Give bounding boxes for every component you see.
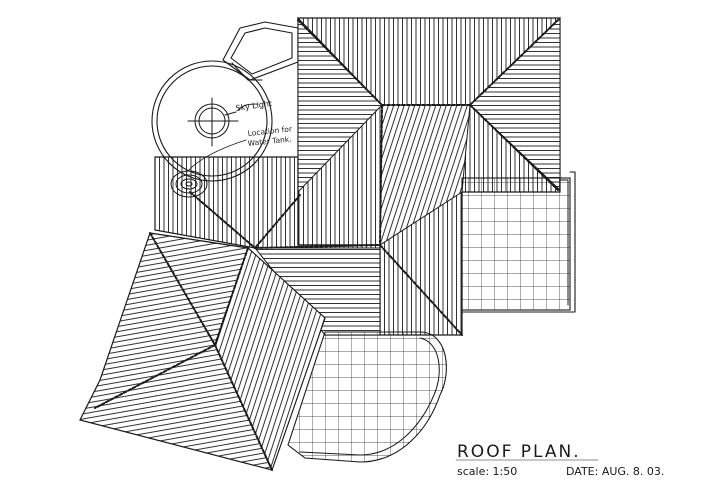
sky-light — [187, 97, 239, 147]
annotation-leaders — [187, 103, 259, 172]
east-terrace — [461, 171, 576, 313]
drawing-title: ROOF PLAN. — [457, 442, 581, 462]
west-roof-ridges — [189, 191, 381, 249]
south-terrace — [287, 331, 447, 463]
sky-light-label: Sky Light — [235, 99, 273, 113]
main-roof-ridges — [297, 19, 559, 336]
scale-label: scale: 1:50 — [457, 465, 517, 478]
water-tank — [170, 170, 208, 198]
date-label: DATE: AUG. 8. 03. — [566, 465, 664, 478]
southwest-roof-ridges — [94, 232, 273, 471]
